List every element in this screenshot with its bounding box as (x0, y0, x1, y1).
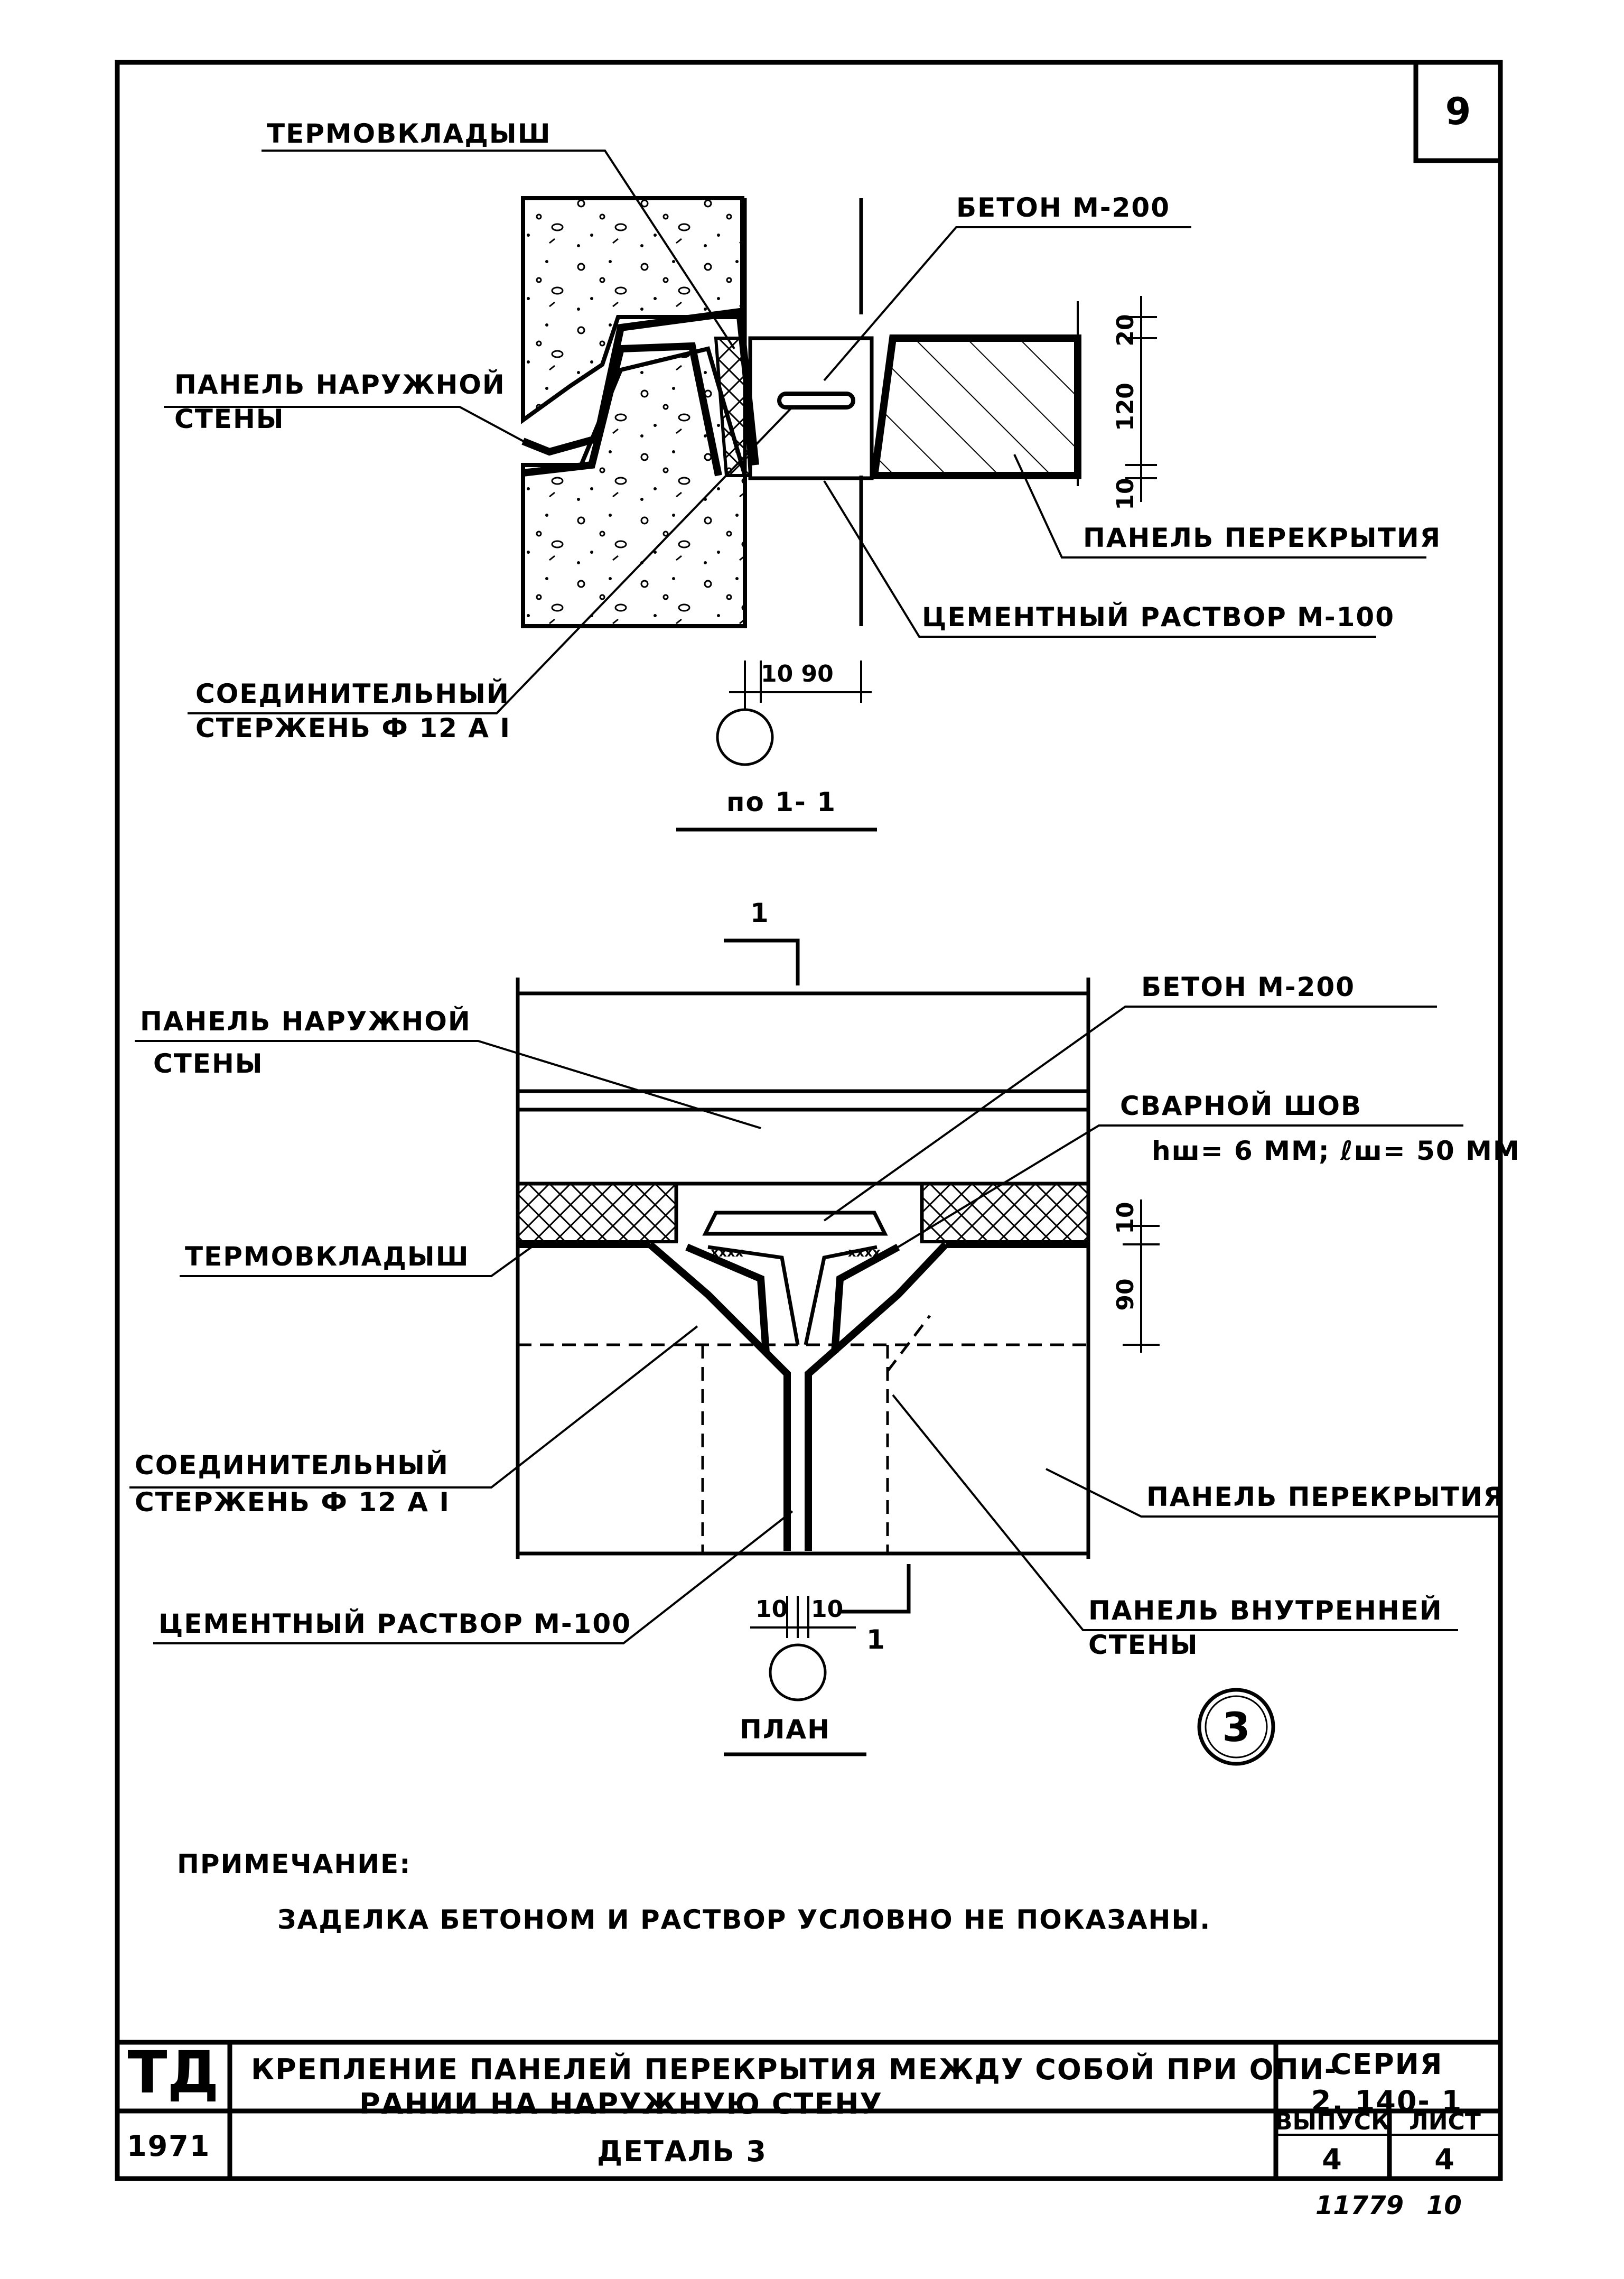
title-block: ТД 1971 КРЕПЛЕНИЕ ПАНЕЛЕЙ ПЕРЕКРЫТИЯ МЕЖ… (117, 2039, 1500, 2220)
detail-title: ДЕТАЛЬ 3 (597, 2135, 767, 2168)
label-outer-wall-2: СТЕНЫ (174, 404, 285, 434)
dim-plan-90: 90 (1112, 1278, 1139, 1310)
plan-label-inner-wall-2: СТЕНЫ (1088, 1630, 1199, 1660)
dim-plan-bottom-right: 10 (811, 1596, 843, 1623)
plan-label-inner-wall-1: ПАНЕЛЬ ВНУТРЕННЕЙ (1088, 1595, 1443, 1626)
insulation-right (920, 1182, 1090, 1243)
label-insulation-top: ТЕРМОВКЛАДЫШ (267, 118, 551, 149)
issue-value: 4 (1322, 2143, 1343, 2176)
series-value: 2. 140- 1 (1311, 2085, 1462, 2118)
label-floor-panel-top: ПАНЕЛЬ ПЕРЕКРЫТИЯ (1083, 523, 1441, 553)
detail-number: 3 (1222, 1704, 1250, 1751)
plan-label-outer-wall-2: СТЕНЫ (153, 1048, 264, 1079)
section-vertical-dimension: 20 120 10 (1112, 296, 1157, 510)
sheet-value: 4 (1434, 2143, 1455, 2176)
note-block: ПРИМЕЧАНИЕ: ЗАДЕЛКА БЕТОНОМ И РАСТВОР УС… (177, 1849, 1211, 1935)
plan-label-insulation: ТЕРМОВКЛАДЫШ (185, 1241, 469, 1272)
dim-20: 20 (1112, 314, 1139, 346)
detail-number-circle (1197, 1688, 1275, 1766)
title-line-1: КРЕПЛЕНИЕ ПАНЕЛЕЙ ПЕРЕКРЫТИЯ МЕЖДУ СОБОЙ… (251, 2053, 1337, 2086)
plan-label-concrete: БЕТОН М-200 (1141, 972, 1355, 1002)
section-view: 20 120 10 10 90 по 1- 1 ТЕРМОВКЛАДЫШ БЕТ… (164, 118, 1441, 832)
inventory-number: 11779 (1315, 2191, 1404, 2220)
label-rod-2: СТЕРЖЕНЬ Ф 12 А I (195, 713, 511, 743)
connecting-rod (777, 392, 855, 410)
label-mortar-top: ЦЕМЕНТНЫЙ РАСТВОР М-100 (922, 601, 1395, 632)
plan-label-outer-wall-1: ПАНЕЛЬ НАРУЖНОЙ (140, 1006, 471, 1037)
axis-bubble (716, 708, 774, 766)
page-number: 10 (1426, 2191, 1462, 2220)
embedded-plate (702, 1211, 888, 1236)
dim-10: 10 (1112, 478, 1139, 510)
plan-label-rod-2: СТЕРЖЕНЬ Ф 12 А I (135, 1487, 450, 1518)
cut-mark-top-label: 1 (750, 898, 770, 928)
label-rod-1: СОЕДИНИТЕЛЬНЫЙ (195, 678, 510, 709)
title-line-2: РАНИИ НА НАРУЖНУЮ СТЕНУ (359, 2087, 883, 2120)
sheet-label: ЛИСТ (1409, 2108, 1481, 2135)
section-title: по 1- 1 (726, 787, 836, 817)
plan-vertical-dimension: 10 90 (1112, 1199, 1160, 1353)
plan-axis-bubble (769, 1643, 827, 1701)
dim-plan-bottom-left: 10 (755, 1596, 788, 1623)
dim-120: 120 (1112, 383, 1139, 431)
plan-view: 1 xxxx xxxx 10 90 (129, 898, 1520, 1766)
insulation-left (516, 1182, 678, 1243)
plan-label-floor-panel: ПАНЕЛЬ ПЕРЕКРЫТИЯ (1146, 1482, 1505, 1512)
issue-label: ВЫПУСК (1275, 2108, 1390, 2135)
weld-mark-left: xxxx (711, 1245, 743, 1260)
floor-panel-section (870, 334, 1081, 479)
outer-wall-panel-upper (521, 196, 744, 424)
plan-label-weld-2: hш= 6 ММ; ℓш= 50 ММ (1152, 1136, 1520, 1166)
note-heading: ПРИМЕЧАНИЕ: (177, 1849, 411, 1880)
cut-mark-top (724, 938, 800, 985)
inner-wall-column (743, 198, 863, 626)
dim-10-90: 10 90 (761, 661, 834, 687)
plan-label-mortar: ЦЕМЕНТНЫЙ РАСТВОР М-100 (158, 1608, 631, 1639)
sheet-number: 9 (1445, 90, 1471, 133)
label-outer-wall-1: ПАНЕЛЬ НАРУЖНОЙ (174, 369, 506, 400)
plan-label-weld-1: СВАРНОЙ ШОВ (1120, 1090, 1362, 1121)
year: 1971 (127, 2129, 210, 2163)
weld-mark-right: xxxx (848, 1245, 881, 1260)
series-label: СЕРИЯ (1331, 2048, 1443, 2081)
cut-mark-bottom (840, 1564, 911, 1614)
plan-bottom-dimension: 10 10 (750, 1596, 856, 1701)
org-code: ТД (127, 2039, 219, 2106)
note-text: ЗАДЕЛКА БЕТОНОМ И РАСТВОР УСЛОВНО НЕ ПОК… (277, 1904, 1211, 1935)
cut-mark-bottom-label: 1 (866, 1624, 886, 1655)
section-bottom-dimension: 10 90 (716, 661, 872, 766)
label-concrete-top: БЕТОН М-200 (956, 192, 1170, 223)
floor-panel-hidden-edges (518, 1315, 1088, 1554)
plan-title: ПЛАН (740, 1714, 830, 1745)
dim-plan-10: 10 (1112, 1202, 1139, 1234)
plan-label-rod-1: СОЕДИНИТЕЛЬНЫЙ (135, 1449, 449, 1481)
concrete-fill (748, 336, 874, 480)
connecting-rod-plan (685, 1243, 900, 1353)
joint-funnel (647, 1241, 791, 1551)
sheet-number-box (1413, 60, 1503, 163)
sheet-frame (115, 60, 1503, 2181)
